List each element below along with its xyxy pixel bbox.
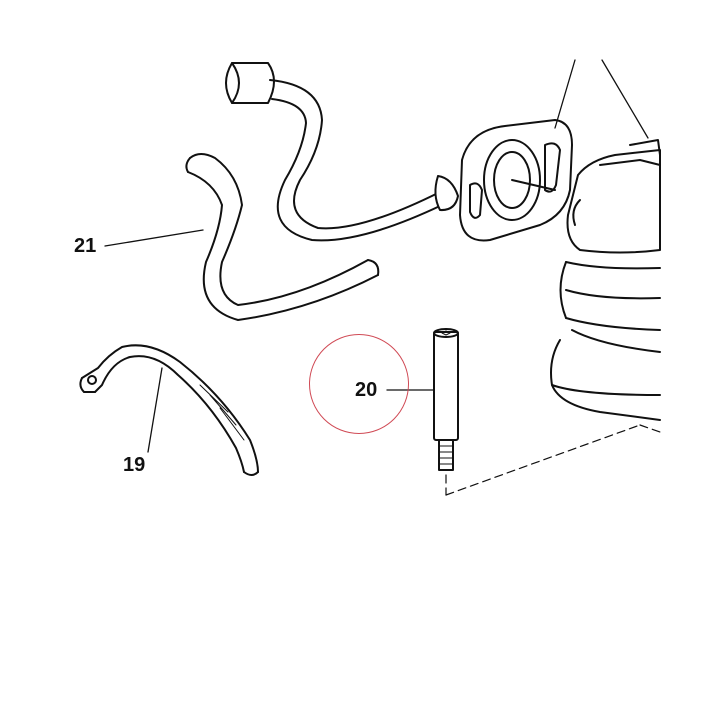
callout-label-20: 20	[355, 379, 378, 401]
highlight-circle	[309, 334, 409, 434]
callout-label-19: 19	[123, 454, 146, 476]
housing-block	[550, 139, 661, 421]
upper-pipe-assembly	[225, 62, 459, 242]
flange-plate	[459, 119, 573, 242]
stud-20	[433, 328, 459, 471]
strap-19	[79, 344, 259, 476]
dashed-assembly-line	[445, 424, 661, 496]
hose-21	[185, 153, 380, 321]
callout-label-21: 21	[74, 235, 97, 257]
leader-lines	[554, 59, 649, 139]
